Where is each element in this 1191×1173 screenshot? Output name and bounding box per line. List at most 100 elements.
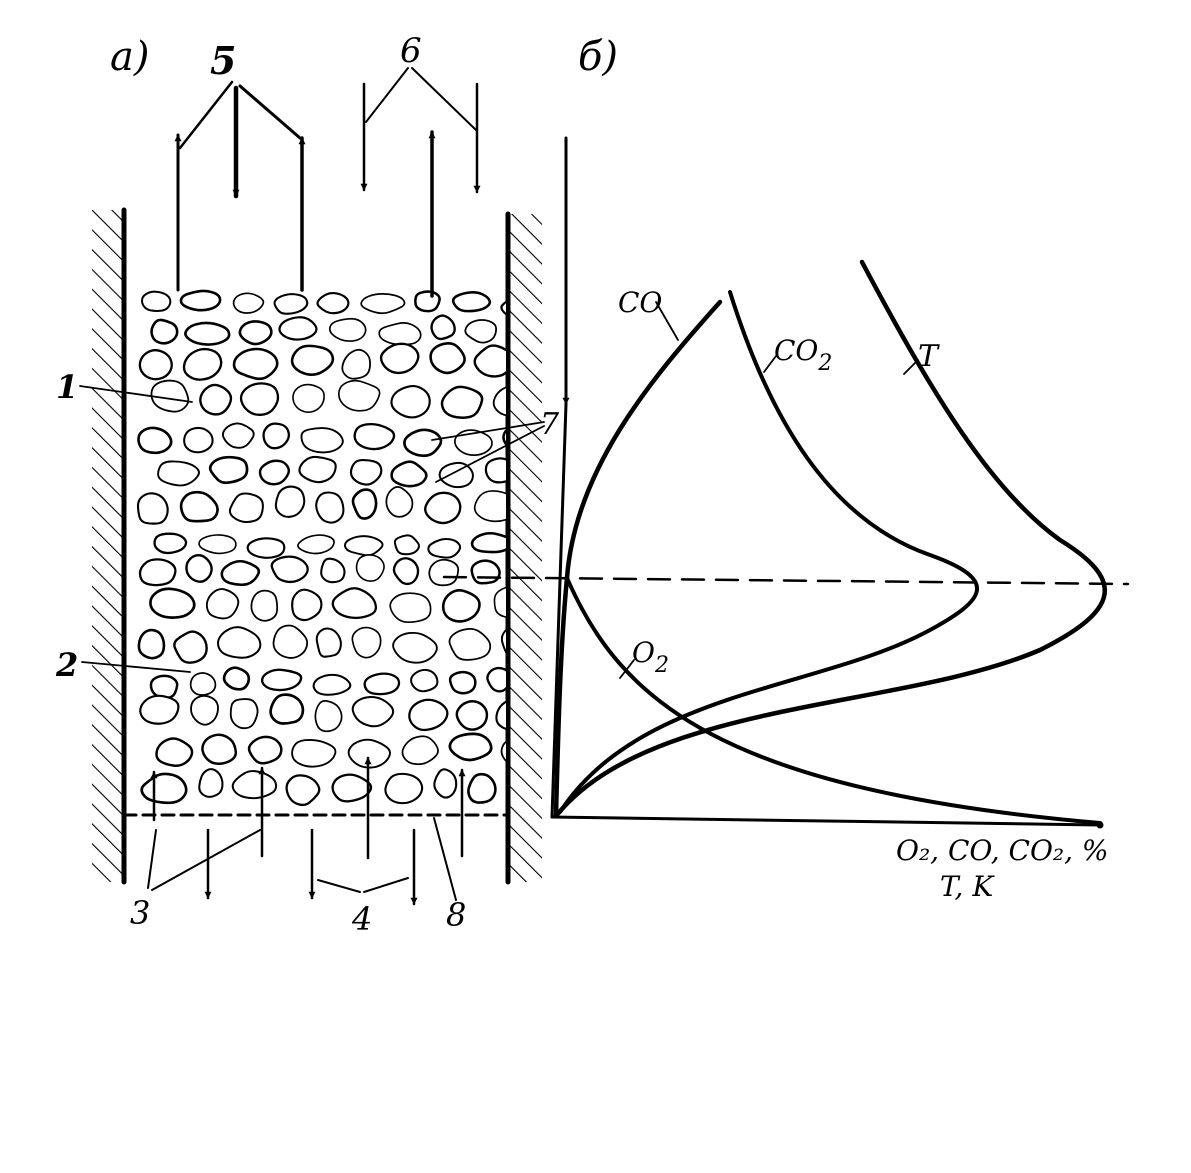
fuel-lump	[153, 532, 188, 555]
fuel-lump	[455, 700, 489, 731]
fuel-lump	[182, 347, 223, 381]
fuel-lump	[328, 317, 367, 342]
fuel-lump	[273, 293, 309, 315]
label-co2-sub: 2	[817, 351, 832, 376]
label-co2: CO2	[774, 334, 832, 376]
panel-a: а) 5 6	[55, 31, 560, 938]
label-4: 4	[351, 900, 372, 938]
fuel-lump	[451, 291, 492, 313]
label-co2-main: CO	[774, 334, 818, 367]
fuel-lump	[315, 491, 345, 524]
fuel-lump	[448, 732, 493, 762]
fuel-lump	[467, 772, 497, 804]
horizontal-axis	[550, 815, 1102, 827]
left-wall	[92, 207, 127, 885]
fuel-lump	[189, 672, 217, 696]
bottom-leaders	[147, 817, 457, 901]
label-o2-main: O	[632, 636, 655, 669]
fuel-lump	[390, 460, 428, 488]
fuel-lump	[221, 422, 255, 449]
fuel-lump	[347, 738, 391, 769]
fuel-lump	[414, 290, 441, 313]
bottom-up-arrows	[150, 756, 466, 860]
fuel-lump	[344, 535, 384, 557]
fuel-lump	[360, 293, 406, 315]
fuel-lump	[232, 347, 279, 381]
fuel-lump	[229, 698, 259, 730]
fuel-lump	[315, 627, 342, 658]
fuel-lump	[208, 455, 249, 485]
right-wall	[505, 211, 542, 885]
fuel-lump	[486, 666, 506, 693]
fuel-lump	[312, 673, 352, 696]
label-3: 3	[130, 894, 150, 932]
fuel-lump	[136, 492, 169, 525]
fuel-lump	[428, 558, 460, 587]
curve-t	[553, 259, 1107, 819]
leader-7b	[435, 425, 545, 483]
fuel-lump	[500, 300, 506, 316]
fuel-lump	[185, 553, 213, 583]
fuel-lump	[473, 344, 506, 378]
fuel-lump	[291, 738, 337, 768]
fuel-lump	[331, 587, 378, 620]
fuel-lump	[385, 486, 414, 518]
fuel-lump	[138, 558, 177, 587]
top-arrows	[174, 82, 481, 298]
fuel-lump	[430, 314, 456, 341]
fuel-lump	[278, 316, 318, 341]
leader-7a	[431, 421, 545, 441]
fuel-lump	[389, 592, 432, 624]
fuel-lump	[314, 699, 343, 733]
fuel-lump	[438, 461, 474, 489]
fuel-lump	[448, 628, 492, 661]
fuel-lump	[274, 485, 306, 518]
fuel-lump	[138, 349, 173, 381]
fuel-lump	[184, 321, 231, 346]
fuel-lump	[232, 292, 265, 314]
label-5: 5	[210, 38, 236, 83]
fuel-lump	[297, 534, 335, 555]
fuel-lump	[500, 740, 506, 763]
fuel-lump	[205, 588, 240, 620]
fuel-lump	[401, 735, 439, 766]
fuel-lump	[502, 429, 506, 446]
fuel-lump	[392, 557, 420, 586]
fuel-lump	[470, 531, 506, 554]
fuel-lump	[495, 700, 506, 730]
fuel-lump	[228, 492, 264, 524]
label-t: T	[918, 339, 940, 374]
fuel-lump	[246, 537, 286, 559]
fuel-lump	[433, 768, 458, 799]
fuel-lump	[239, 382, 280, 416]
fuel-lump	[137, 426, 173, 455]
fuel-lump	[201, 733, 238, 765]
label-1: 1	[56, 368, 78, 406]
leader-1	[79, 385, 193, 403]
fuel-lump	[470, 559, 501, 585]
label-2: 2	[55, 646, 78, 684]
fuel-lump	[338, 379, 381, 412]
curve-co	[553, 299, 723, 818]
leader-co2	[763, 355, 777, 373]
fuel-lump	[260, 668, 303, 692]
fuel-lump	[390, 385, 431, 419]
fuel-bed	[136, 289, 506, 807]
fuel-lump	[353, 422, 396, 451]
fuel-lump	[139, 694, 180, 725]
zone-dashed-line	[442, 575, 1130, 586]
fuel-lump	[220, 559, 261, 587]
fuel-lump	[262, 422, 291, 450]
fuel-lump	[393, 534, 420, 556]
fuel-lump	[492, 386, 506, 417]
vertical-axis-lower	[550, 402, 568, 819]
fuel-lump	[291, 588, 323, 622]
fuel-lump	[448, 670, 477, 695]
fuel-lump	[320, 557, 346, 584]
axis-label-line2: T, K	[940, 870, 995, 903]
fuel-lump	[500, 628, 506, 655]
fuel-lump	[441, 589, 481, 623]
fuel-lump	[149, 587, 196, 619]
fuel-lump	[238, 320, 273, 346]
